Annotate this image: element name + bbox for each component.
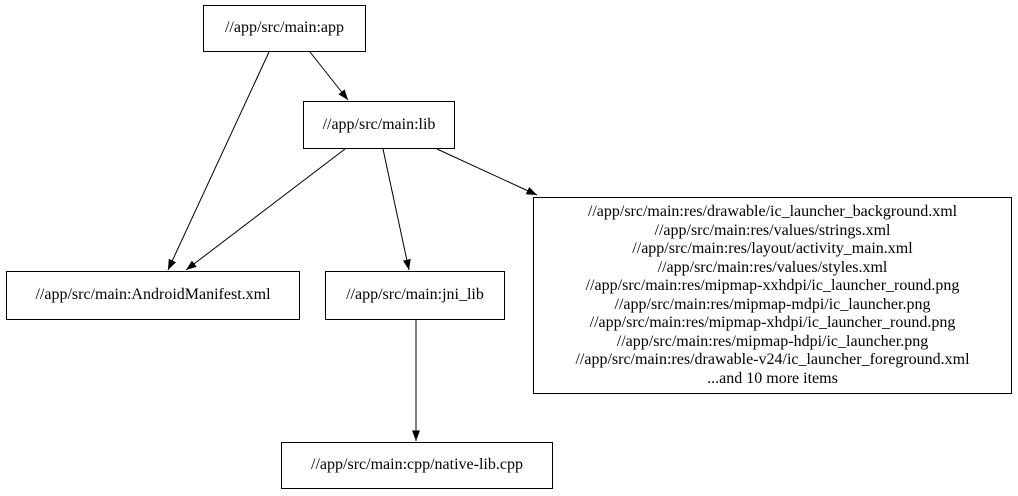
node-native-cpp: //app/src/main:cpp/native-lib.cpp: [281, 442, 553, 489]
node-resources: //app/src/main:res/drawable/ic_launcher_…: [533, 197, 1012, 394]
edge-app-to-lib: [309, 51, 349, 101]
node-android-manifest: //app/src/main:AndroidManifest.xml: [6, 271, 300, 320]
resource-item: //app/src/main:res/values/strings.xml: [654, 221, 891, 239]
node-app-label: //app/src/main:app: [224, 19, 345, 37]
resource-item: //app/src/main:res/mipmap-xxhdpi/ic_laun…: [585, 277, 960, 294]
resource-item: //app/src/main:res/drawable-v24/ic_launc…: [575, 351, 970, 368]
node-lib: //app/src/main:lib: [303, 101, 455, 149]
edge-app-to-manifest: [167, 51, 270, 271]
resource-item: //app/src/main:res/layout/activity_main.…: [632, 240, 913, 257]
resource-item: //app/src/main:res/values/styles.xml: [657, 258, 888, 276]
node-app: //app/src/main:app: [203, 5, 366, 52]
resource-item: //app/src/main:res/drawable/ic_launcher_…: [587, 203, 958, 220]
node-native-cpp-label: //app/src/main:cpp/native-lib.cpp: [311, 456, 523, 474]
edge-lib-to-manifest: [185, 148, 346, 271]
node-jni-lib: //app/src/main:jni_lib: [325, 271, 505, 320]
node-lib-label: //app/src/main:lib: [322, 115, 436, 133]
edge-lib-to-jni-lib: [382, 148, 411, 271]
edge-lib-to-resources: [436, 148, 538, 196]
resource-item: //app/src/main:res/mipmap-xhdpi/ic_launc…: [589, 314, 956, 331]
resource-item: //app/src/main:res/mipmap-hdpi/ic_launch…: [616, 332, 929, 350]
resource-more-items: ...and 10 more items: [707, 369, 838, 387]
resource-item: //app/src/main:res/mipmap-mdpi/ic_launch…: [614, 295, 931, 313]
node-android-manifest-label: //app/src/main:AndroidManifest.xml: [35, 286, 271, 304]
node-jni-lib-label: //app/src/main:jni_lib: [346, 286, 484, 304]
